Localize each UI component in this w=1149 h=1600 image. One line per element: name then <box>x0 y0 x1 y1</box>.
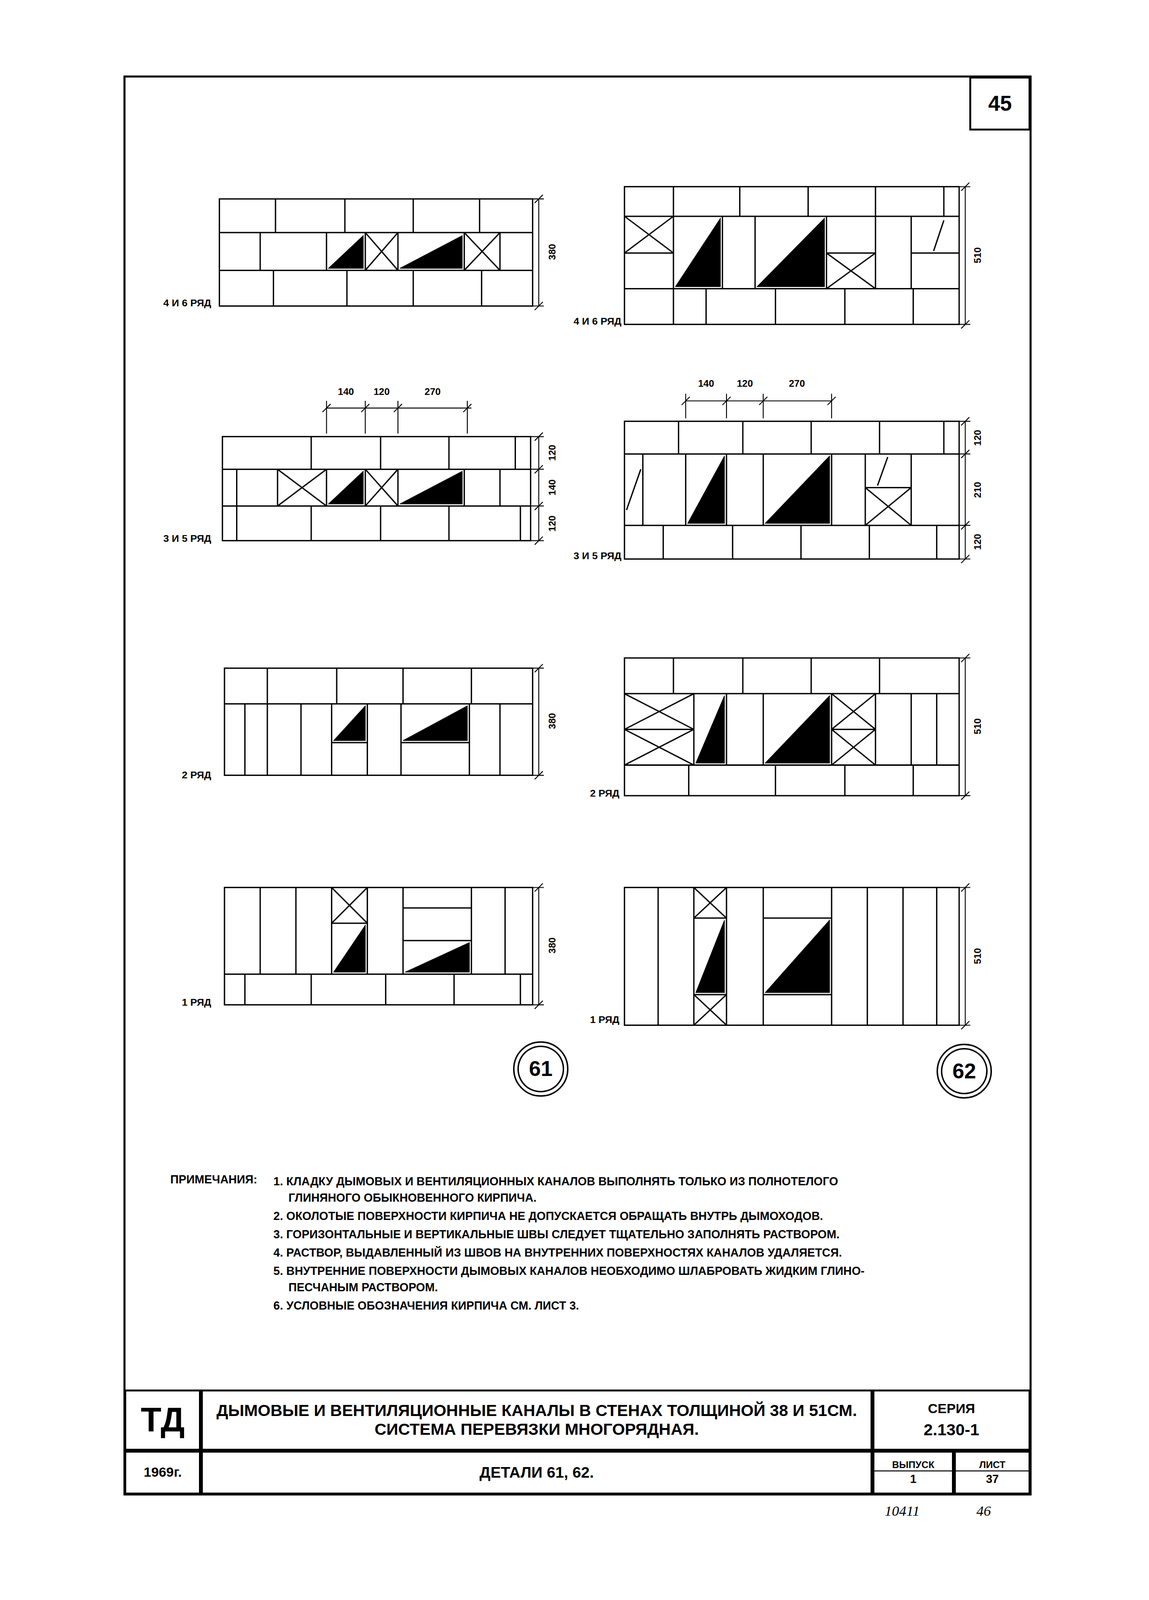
dimension: 510 <box>972 947 983 965</box>
title-block-cell: ВЫПУСК1 <box>872 1451 954 1495</box>
row-label: 3 И 5 РЯД <box>572 550 623 562</box>
row-label: 3 И 5 РЯД <box>162 532 213 544</box>
title-block-cell: 1969г. <box>124 1451 201 1495</box>
note-item: 3. ГОРИЗОНТАЛЬНЫЕ И ВЕРТИКАЛЬНЫЕ ШВЫ СЛЕ… <box>273 1226 876 1243</box>
cell-text: 61 <box>528 1056 553 1082</box>
cell-text: 1 <box>910 1472 917 1487</box>
dimension: 210 <box>972 480 983 499</box>
detail-marker: 62 <box>936 1043 992 1099</box>
cell-text: 62 <box>952 1059 977 1084</box>
row-label: 4 И 6 РЯД <box>572 315 623 327</box>
plan-62-row4 <box>624 182 971 329</box>
dimension: 380 <box>546 937 558 955</box>
title-block-cell: ДЕТАЛИ 61, 62. <box>200 1451 873 1495</box>
notes-heading: ПРИМЕЧАНИЯ: <box>169 1173 259 1187</box>
plan-61-row2 <box>224 664 544 780</box>
note-item: 4. РАСТВОР, ВЫДАВЛЕННЫЙ ИЗ ШВОВ НА ВНУТР… <box>273 1244 876 1262</box>
cell-text: 45 <box>988 91 1012 117</box>
dimension: 140 <box>336 386 355 397</box>
cell-text: 2.130-1 <box>923 1420 979 1440</box>
note-item: 5. ВНУТРЕННИЕ ПОВЕРХНОСТИ ДЫМОВЫХ КАНАЛО… <box>273 1263 876 1296</box>
cell-text: 1969г. <box>143 1465 182 1481</box>
row-label: 2 РЯД <box>180 769 212 781</box>
title-block-cell: ДЫМОВЫЕ И ВЕНТИЛЯЦИОННЫЕ КАНАЛЫ В СТЕНАХ… <box>200 1389 873 1452</box>
plan-62-row3 <box>624 394 971 564</box>
plan-62-row1 <box>624 883 971 1030</box>
dimension: 120 <box>546 444 558 463</box>
detail-marker: 61 <box>513 1041 568 1097</box>
row-label: 4 И 6 РЯД <box>162 297 213 309</box>
cell-text: 37 <box>985 1472 999 1487</box>
dimension: 380 <box>546 712 558 731</box>
note-item: 2. ОКОЛОТЫЕ ПОВЕРХНОСТИ КИРПИЧА НЕ ДОПУС… <box>273 1208 876 1225</box>
dimension: 270 <box>787 378 806 389</box>
dimension: 510 <box>972 717 983 736</box>
plan-61-row1 <box>224 883 544 1010</box>
cell-text: СЕРИЯ <box>927 1401 976 1417</box>
plan-62-row2 <box>624 654 971 801</box>
title-block-cell: ТД <box>124 1389 201 1452</box>
cell-text: ДЫМОВЫЕ И ВЕНТИЛЯЦИОННЫЕ КАНАЛЫ В СТЕНАХ… <box>202 1401 871 1440</box>
row-label: 1 РЯД <box>589 1014 621 1026</box>
cell-text: ДЕТАЛИ 61, 62. <box>471 1464 602 1482</box>
dimension: 140 <box>546 478 558 497</box>
plan-61-row3 <box>222 400 544 545</box>
dimension: 120 <box>372 386 391 397</box>
note-item: 1. КЛАДКУ ДЫМОВЫХ И ВЕНТИЛЯЦИОННЫХ КАНАЛ… <box>273 1173 876 1207</box>
cell-text: ВЫПУСК <box>874 1459 952 1472</box>
dimension: 120 <box>972 532 983 551</box>
archive-number: 46 <box>975 1503 992 1519</box>
title-block-cell: СЕРИЯ 2.130-1 <box>872 1389 1031 1452</box>
plan-61-row4 <box>219 195 544 311</box>
sheet-number-box: 45 <box>969 76 1031 131</box>
row-label: 2 РЯД <box>589 787 621 799</box>
cell-text: ТД <box>140 1400 185 1440</box>
dimension: 510 <box>972 246 983 265</box>
note-item: 6. УСЛОВНЫЕ ОБОЗНАЧЕНИЯ КИРПИЧА СМ. ЛИСТ… <box>273 1297 876 1315</box>
notes-block: 1. КЛАДКУ ДЫМОВЫХ И ВЕНТИЛЯЦИОННЫХ КАНАЛ… <box>273 1173 876 1317</box>
title-block-cell: ЛИСТ37 <box>953 1451 1031 1495</box>
dimension: 120 <box>546 514 558 533</box>
cell-text: ЛИСТ <box>955 1459 1029 1472</box>
dimension: 120 <box>735 378 754 389</box>
archive-number: 10411 <box>883 1503 921 1519</box>
dimension: 270 <box>423 386 442 397</box>
dimension: 380 <box>546 242 558 261</box>
row-label: 1 РЯД <box>180 996 212 1008</box>
dimension: 140 <box>697 378 715 389</box>
dimension: 120 <box>972 428 983 447</box>
sheet-frame <box>124 76 1031 1495</box>
